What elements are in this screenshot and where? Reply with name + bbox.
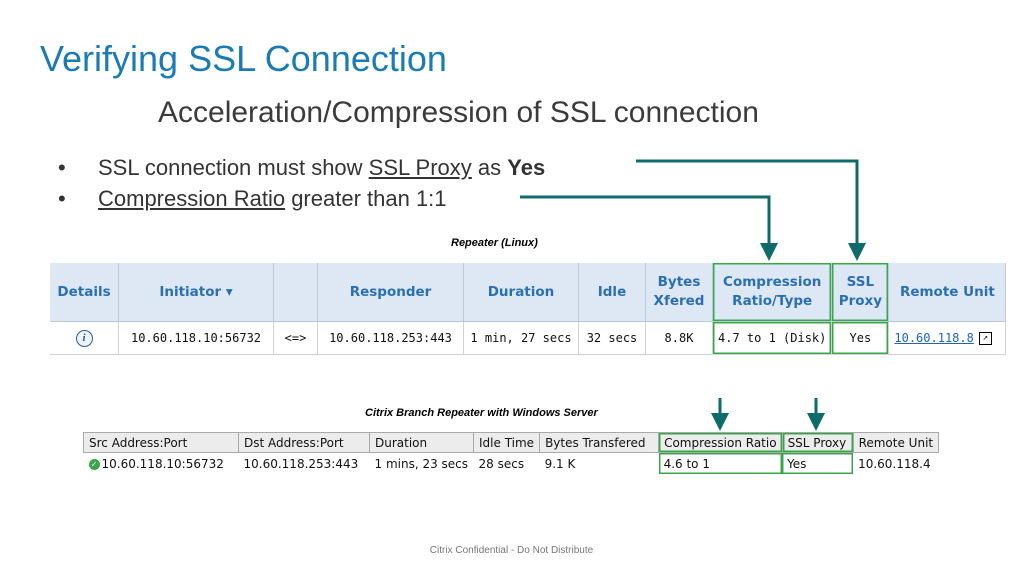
cell-ssl-proxy: Yes xyxy=(831,321,890,355)
cell-idle-time: 28 secs xyxy=(478,456,525,471)
arrow-ssl-proxy xyxy=(636,159,866,261)
col-duration[interactable]: Duration xyxy=(463,263,579,322)
ssl-proxy-term: SSL Proxy xyxy=(368,155,472,180)
col-bytes-transfered[interactable]: Bytes Transfered xyxy=(539,432,660,453)
cell-duration: 1 mins, 23 secs xyxy=(374,456,469,471)
bullet-dot: • xyxy=(58,186,66,211)
col-ssl-label-2: Proxy xyxy=(838,293,883,309)
cell-bytes: 8.8K xyxy=(645,321,713,355)
col-remote-unit[interactable]: Remote Unit xyxy=(852,432,940,453)
bullet-dot: • xyxy=(58,155,66,180)
col-bytes-label-1: Bytes xyxy=(657,274,701,290)
bullet-list: • SSL connection must show SSL Proxy as … xyxy=(58,152,545,214)
col-direction xyxy=(273,263,318,322)
cell-idle: 32 secs xyxy=(578,321,646,355)
arrow-compression-ratio xyxy=(520,195,778,261)
external-link-icon[interactable]: ↗ xyxy=(978,332,992,345)
slide-subtitle: Acceleration/Compression of SSL connecti… xyxy=(158,96,759,129)
bullet-compression-ratio: • Compression Ratio greater than 1:1 xyxy=(58,183,545,214)
col-dst-address[interactable]: Dst Address:Port xyxy=(238,432,370,453)
cell-dst-address: 10.60.118.253:443 xyxy=(243,456,359,471)
col-compression-ratio[interactable]: Compression Ratio xyxy=(658,432,783,453)
compression-ratio-term: Compression Ratio xyxy=(98,186,286,211)
col-idle-time[interactable]: Idle Time xyxy=(472,432,541,453)
col-ssl-label-1: SSL xyxy=(846,274,875,290)
yes-term: Yes xyxy=(507,155,546,180)
col-initiator[interactable]: Initiator ▾ xyxy=(118,263,274,322)
cell-bytes: 9.1 K xyxy=(544,456,576,471)
col-initiator-label: Initiator xyxy=(159,283,222,300)
bullet-text: SSL connection must show xyxy=(98,155,369,180)
table1-caption: Repeater (Linux) xyxy=(451,237,538,249)
col-ssl-proxy[interactable]: SSL Proxy xyxy=(781,432,854,453)
cell-duration: 1 min, 27 secs xyxy=(463,321,579,355)
table-header-row: Details Initiator ▾ Responder Duration I… xyxy=(50,263,1007,322)
col-comp-label-2: Ratio/Type xyxy=(732,293,813,309)
col-comp-label-1: Compression xyxy=(723,274,822,290)
sort-desc-icon: ▾ xyxy=(225,283,233,300)
cell-ssl-proxy: Yes xyxy=(782,453,853,475)
cell-details[interactable]: i xyxy=(50,321,119,355)
table-row[interactable]: ✓10.60.118.10:56732 10.60.118.253:443 1 … xyxy=(84,453,939,475)
col-ssl-proxy[interactable]: SSL Proxy xyxy=(831,263,890,322)
table-row: i 10.60.118.10:56732 <=> 10.60.118.253:4… xyxy=(50,321,1007,355)
cell-remote-unit: 10.60.118.4 xyxy=(858,456,931,471)
col-src-address[interactable]: Src Address:Port xyxy=(83,432,239,453)
col-remote-unit[interactable]: Remote Unit xyxy=(888,263,1007,322)
table2-caption: Citrix Branch Repeater with Windows Serv… xyxy=(365,407,598,419)
repeater-linux-table: Details Initiator ▾ Responder Duration I… xyxy=(50,263,1007,355)
bullet-text: greater than 1:1 xyxy=(285,186,447,211)
cell-direction: <=> xyxy=(273,321,318,355)
cell-src-value: 10.60.118.10:56732 xyxy=(101,456,224,471)
footer-text: Citrix Confidential - Do Not Distribute xyxy=(429,545,594,556)
table-header-row: Src Address:Port Dst Address:Port Durati… xyxy=(83,432,940,453)
info-icon[interactable]: i xyxy=(75,329,93,347)
slide-title: Verifying SSL Connection xyxy=(40,38,447,79)
green-check-icon: ✓ xyxy=(88,458,100,470)
col-idle[interactable]: Idle xyxy=(578,263,646,322)
cell-compression-ratio: 4.6 to 1 xyxy=(659,453,783,475)
cell-remote-unit: 10.60.118.8 ↗ xyxy=(888,321,1007,355)
branch-repeater-table: Src Address:Port Dst Address:Port Durati… xyxy=(83,432,940,475)
cell-responder: 10.60.118.253:443 xyxy=(317,321,464,355)
cell-src-address: ✓10.60.118.10:56732 xyxy=(84,453,239,475)
col-bytes-label-2: Xfered xyxy=(653,293,705,309)
col-responder[interactable]: Responder xyxy=(317,263,464,322)
bullet-ssl-proxy: • SSL connection must show SSL Proxy as … xyxy=(58,152,545,183)
col-details[interactable]: Details xyxy=(50,263,119,322)
remote-unit-link[interactable]: 10.60.118.8 xyxy=(894,331,974,345)
bullet-text: as xyxy=(471,155,508,180)
col-duration[interactable]: Duration xyxy=(369,432,474,453)
cell-compression-ratio: 4.7 to 1 (Disk) xyxy=(712,321,833,355)
cell-initiator: 10.60.118.10:56732 xyxy=(118,321,274,355)
